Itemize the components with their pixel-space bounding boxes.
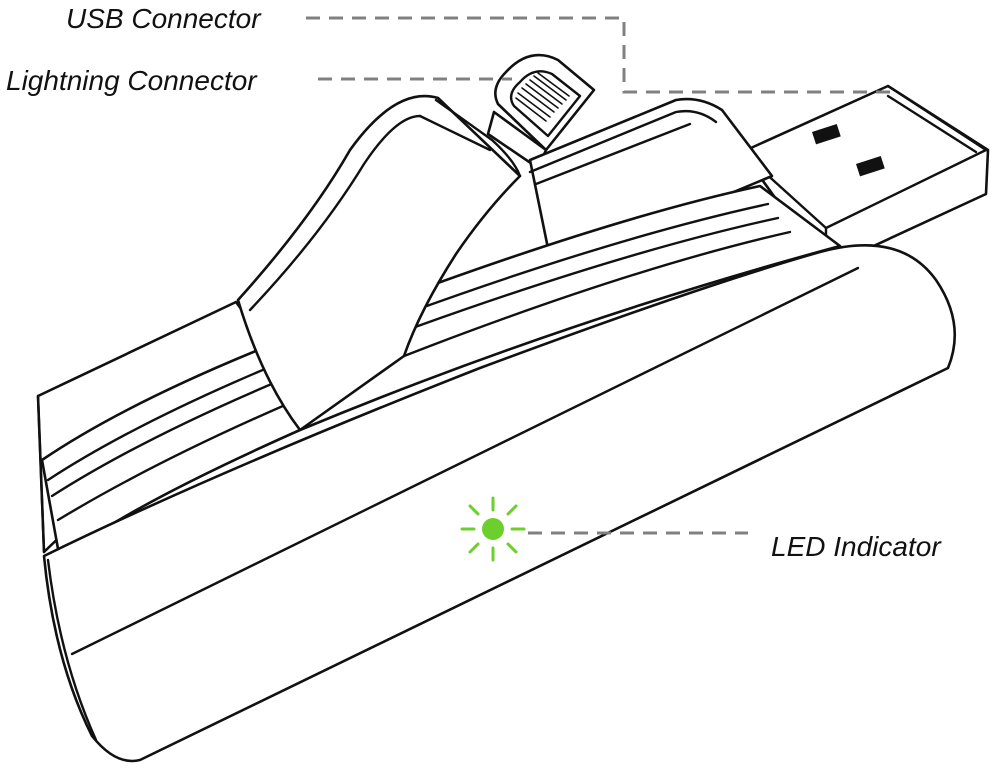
led-indicator xyxy=(460,496,526,562)
lightning-contacts xyxy=(515,72,570,122)
lightning-strap xyxy=(236,94,522,432)
leader-lines xyxy=(306,16,890,535)
led-dot xyxy=(482,518,504,540)
usb-contact-1 xyxy=(812,123,841,145)
usb-leader xyxy=(306,16,890,94)
usb-contact-2 xyxy=(856,155,885,177)
adapter-body xyxy=(36,97,957,763)
lightning-plug xyxy=(486,53,596,170)
lightning-connector-label: Lightning Connector xyxy=(6,65,258,96)
led-rays xyxy=(460,496,526,562)
led-indicator-label: LED Indicator xyxy=(771,531,942,562)
usb-connector-label: USB Connector xyxy=(66,3,262,34)
